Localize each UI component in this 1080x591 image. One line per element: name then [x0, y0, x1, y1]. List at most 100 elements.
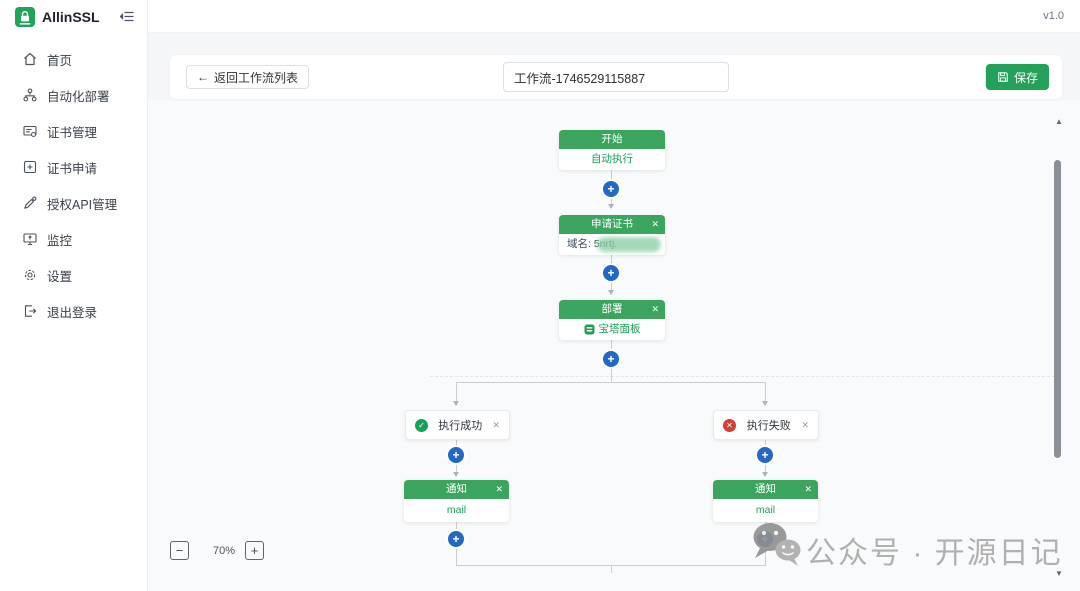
node-apply-cert-header: 申请证书 ✕ — [559, 215, 665, 234]
close-icon[interactable]: ✕ — [801, 419, 809, 430]
exec-success-label: 执行成功 — [438, 420, 483, 432]
back-to-workflow-list-button[interactable]: ← 返回工作流列表 — [186, 65, 310, 89]
toolbar-divider — [985, 67, 986, 87]
connector-arrow — [607, 290, 614, 295]
logo-row: AllinSSL — [0, 0, 147, 33]
back-button-label: 返回工作流列表 — [214, 70, 299, 85]
node-deploy[interactable]: 部署 ✕ 宝塔面板 — [559, 300, 665, 340]
zoom-out-button[interactable]: − — [170, 541, 189, 560]
node-notify-success[interactable]: 通知 ✕ mail — [404, 480, 509, 522]
scroll-up-icon[interactable]: ▲ — [1055, 117, 1063, 126]
workflow-toolbar: ← 返回工作流列表 保存 — [170, 55, 1062, 99]
sidebar-item-label: 监控 — [47, 233, 73, 248]
zoom-in-button[interactable]: + — [245, 541, 264, 560]
logout-icon — [24, 305, 37, 317]
save-button[interactable]: 保存 — [985, 64, 1049, 90]
sidebar-item-api-auth[interactable]: 授权API管理 — [0, 185, 147, 221]
exec-fail-label: 执行失败 — [746, 420, 791, 432]
node-notify-fail[interactable]: 通知 ✕ mail — [713, 480, 818, 522]
connector-line — [456, 382, 457, 405]
connector-arrow — [452, 401, 459, 406]
connector-arrow — [607, 204, 614, 209]
node-notify-title: 通知 — [755, 483, 776, 495]
sidebar-item-logout[interactable]: 退出登录 — [0, 293, 147, 329]
node-start-header: 开始 — [559, 130, 665, 149]
connector-arrow — [761, 401, 768, 406]
sidebar-item-monitor[interactable]: 监控 — [0, 221, 147, 257]
sidebar-item-auto-deploy[interactable]: 自动化部署 — [0, 77, 147, 113]
scroll-down-icon[interactable]: ▼ — [1055, 569, 1063, 578]
deploy-target-label: 宝塔面板 — [598, 323, 641, 335]
workflow-name-input[interactable] — [503, 62, 729, 92]
add-node-button[interactable]: + — [448, 531, 464, 547]
baota-panel-icon — [584, 324, 594, 335]
close-icon[interactable]: ✕ — [651, 219, 659, 229]
connector-line — [765, 382, 766, 405]
add-node-button[interactable]: + — [448, 447, 464, 463]
node-start[interactable]: 开始 自动执行 — [559, 130, 665, 170]
add-node-button[interactable]: + — [757, 447, 773, 463]
node-notify-title: 通知 — [446, 483, 467, 495]
close-icon[interactable]: ✕ — [651, 304, 659, 314]
zoom-level: 70% — [212, 545, 236, 557]
node-exec-success[interactable]: ✓ 执行成功 ✕ — [405, 410, 510, 440]
workflow-icon — [23, 88, 37, 102]
branch-split-line — [456, 382, 766, 383]
node-notify-success-header: 通知 ✕ — [404, 480, 509, 499]
close-icon[interactable]: ✕ — [804, 484, 812, 494]
sidebar-item-label: 证书申请 — [47, 161, 98, 176]
cert-apply-icon — [23, 160, 37, 174]
node-apply-cert-body: 域名: 5nrtj. — [559, 234, 665, 255]
add-node-button[interactable]: + — [603, 181, 619, 197]
node-apply-cert-title: 申请证书 — [591, 218, 633, 230]
connector-arrow — [452, 472, 459, 477]
sidebar-item-cert-apply[interactable]: 证书申请 — [0, 149, 147, 185]
connector-arrow — [761, 472, 768, 477]
watermark-text: 公众号 · 开源日记 — [806, 537, 1063, 570]
add-node-button[interactable]: + — [603, 351, 619, 367]
sidebar-item-label: 设置 — [47, 269, 73, 284]
close-icon[interactable]: ✕ — [495, 484, 503, 494]
sidebar-item-home[interactable]: 首页 — [0, 41, 147, 77]
monitor-icon — [23, 233, 37, 246]
drop-guide-line — [430, 376, 1055, 377]
sidebar-item-cert-manage[interactable]: 证书管理 — [0, 113, 147, 149]
home-icon — [24, 52, 36, 66]
sidebar-item-label: 证书管理 — [47, 125, 98, 140]
notify-channel: mail — [446, 504, 467, 516]
vertical-scrollbar-thumb[interactable] — [1054, 160, 1061, 458]
node-deploy-body: 宝塔面板 — [559, 319, 665, 340]
api-auth-icon — [24, 196, 37, 209]
save-button-label: 保存 — [1013, 70, 1038, 85]
notify-channel: mail — [755, 504, 776, 516]
node-deploy-title: 部署 — [601, 303, 623, 315]
sidebar-nav: 首页 自动化部署 证书管理 证书申请 授权API管理 监控 — [0, 33, 147, 329]
redacted-domain — [597, 237, 661, 252]
fail-cross-icon: ✕ — [723, 418, 736, 432]
close-icon[interactable]: ✕ — [492, 419, 500, 430]
node-notify-fail-header: 通知 ✕ — [713, 480, 818, 499]
back-arrow-icon: ← — [197, 70, 209, 84]
node-apply-cert[interactable]: 申请证书 ✕ 域名: 5nrtj. — [559, 215, 665, 255]
node-start-body: 自动执行 — [591, 153, 633, 165]
connector-line — [611, 565, 612, 573]
brand-name: AllinSSL — [42, 8, 100, 25]
sidebar-item-settings[interactable]: 设置 — [0, 257, 147, 293]
sidebar-item-label: 自动化部署 — [47, 89, 110, 104]
wechat-icon — [753, 523, 801, 566]
top-header: v1.0 — [148, 0, 1080, 33]
sidebar-item-label: 退出登录 — [47, 305, 98, 320]
success-check-icon: ✓ — [415, 418, 428, 432]
sidebar-item-label: 首页 — [47, 53, 73, 68]
save-icon — [998, 72, 1008, 82]
allinssl-logo-icon — [15, 6, 35, 27]
node-deploy-header: 部署 ✕ — [559, 300, 665, 319]
node-exec-fail[interactable]: ✕ 执行失败 ✕ — [713, 410, 819, 440]
settings-icon — [24, 269, 36, 281]
workflow-canvas[interactable]: 开始 自动执行 + 申请证书 ✕ 域名: 5nrtj. + 部署 ✕ 宝塔 — [148, 100, 1080, 591]
certificate-icon — [23, 125, 37, 137]
sidebar: AllinSSL 首页 自动化部署 证书管理 证书申请 — [0, 0, 148, 591]
add-node-button[interactable]: + — [603, 265, 619, 281]
collapse-sidebar-icon[interactable] — [120, 9, 135, 24]
